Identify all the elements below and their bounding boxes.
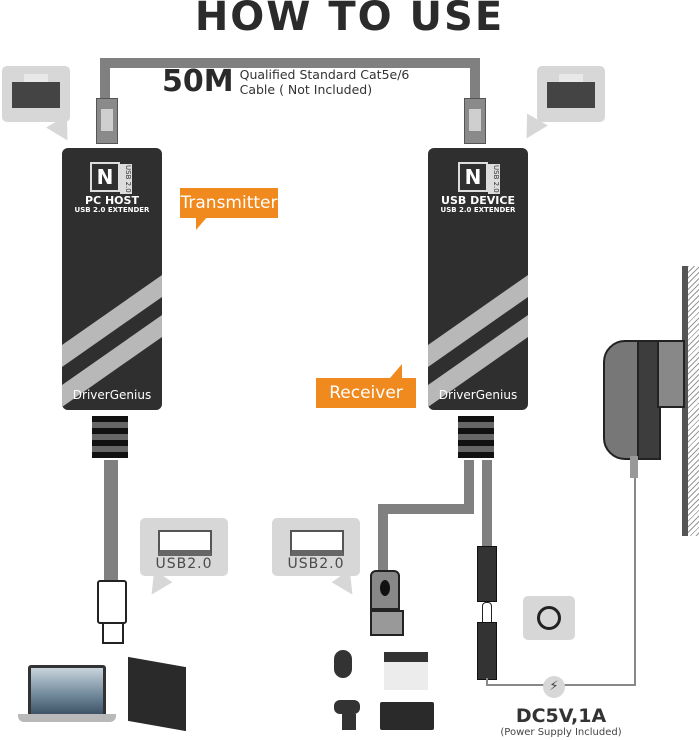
usb-cable-receiver xyxy=(464,460,474,514)
dc-port-bubble xyxy=(523,596,575,640)
transmitter-callout: Transmitter xyxy=(180,188,278,218)
brand-label: DriverGenius xyxy=(72,388,152,402)
strain-relief xyxy=(92,416,128,458)
rj45-port-bubble-right xyxy=(537,66,605,122)
rj45-plug-right xyxy=(464,98,486,144)
transmitter-device: N USB 2.0 PC HOST USB 2.0 EXTENDER Drive… xyxy=(62,148,162,410)
wall-hatch xyxy=(688,266,699,536)
receiver-device: N USB 2.0 USB DEVICE USB 2.0 EXTENDER Dr… xyxy=(428,148,528,410)
dc-jack xyxy=(477,546,497,602)
rj45-port-icon xyxy=(12,82,60,108)
keyboard-icon xyxy=(380,702,434,730)
ethernet-cable-left xyxy=(100,58,110,102)
usb-cable-receiver-v xyxy=(378,504,388,570)
dc-plug-tip xyxy=(482,602,492,624)
n-logo-icon: N xyxy=(458,162,488,192)
dc-cable xyxy=(482,460,492,550)
cable-length: 50M xyxy=(162,64,234,99)
lightning-icon: ⚡ xyxy=(543,676,565,698)
usb-a-plug xyxy=(97,580,127,624)
usb-female-connector xyxy=(370,570,400,610)
usb-port-icon xyxy=(290,530,344,556)
laptop-base xyxy=(18,714,116,722)
rj45-port-bubble-left xyxy=(2,66,70,122)
strain-relief xyxy=(458,416,494,458)
dc-port-icon xyxy=(537,606,561,630)
usb-a-plug-tip xyxy=(102,622,124,644)
printer-icon xyxy=(384,652,428,690)
power-adapter-prong xyxy=(657,340,685,408)
n-logo-icon: N xyxy=(90,162,120,192)
power-adapter xyxy=(603,340,641,460)
usb-cable-transmitter xyxy=(104,460,118,580)
mouse-icon xyxy=(334,650,352,678)
power-note: (Power Supply Included) xyxy=(500,727,622,738)
laptop-icon xyxy=(28,665,106,717)
device-subtitle: USB 2.0 EXTENDER xyxy=(74,206,150,214)
ethernet-cable-right xyxy=(470,58,480,102)
page-title: HOW TO USE xyxy=(194,0,505,40)
power-rating: DC5V,1A xyxy=(515,705,607,727)
cable-spec-line2: Cable ( Not Included) xyxy=(239,81,373,97)
receiver-callout: Receiver xyxy=(316,378,416,408)
device-name: USB DEVICE xyxy=(441,194,515,207)
rj45-plug-left xyxy=(96,98,118,144)
usb-port-bubble-receiver: USB2.0 xyxy=(272,518,360,576)
dc-wire-right xyxy=(634,478,636,686)
callout-tail xyxy=(390,364,402,378)
ethernet-cable-top xyxy=(100,58,480,68)
usb-port-bubble-transmitter: USB2.0 xyxy=(140,518,228,576)
device-subtitle: USB 2.0 EXTENDER xyxy=(440,206,516,214)
rj45-port-icon xyxy=(547,82,595,108)
cable-spec-line1: Qualified Standard Cat5e/6 xyxy=(239,66,410,82)
usb-port-icon xyxy=(158,530,212,556)
webcam-icon xyxy=(334,700,360,714)
desktop-tower-icon xyxy=(128,656,186,732)
wall xyxy=(682,266,688,536)
usb-cable-receiver-h xyxy=(378,504,474,514)
usb-female-base xyxy=(370,610,404,636)
callout-tail xyxy=(196,216,208,230)
cable-spec: 50M Qualified Standard Cat5e/6 Cable ( N… xyxy=(162,64,409,99)
device-name: PC HOST xyxy=(85,194,139,207)
brand-label: DriverGenius xyxy=(438,388,518,402)
dc-plug xyxy=(477,622,497,680)
